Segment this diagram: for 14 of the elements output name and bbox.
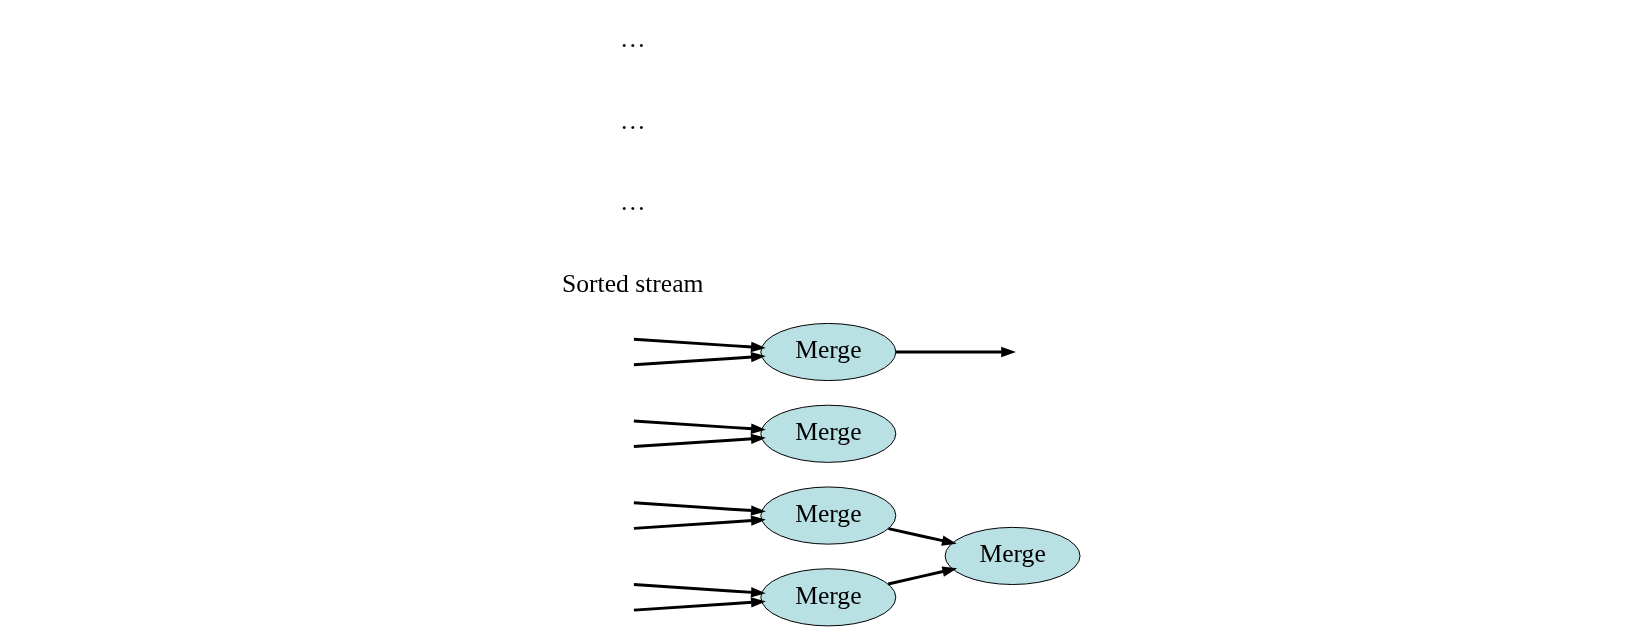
node-ellipse: Merge <box>944 526 1081 585</box>
label: … <box>619 105 646 135</box>
label: … <box>619 23 646 53</box>
label: Sorted stream <box>561 269 704 299</box>
node-ellipse: Merge <box>759 568 896 627</box>
node-ellipse: Merge <box>759 486 896 545</box>
node-ellipse: Merge <box>759 322 896 382</box>
arrow <box>633 419 766 444</box>
arrow <box>895 346 1016 358</box>
arrow <box>887 566 957 586</box>
node-ellipse: Merge <box>759 404 896 463</box>
arrow <box>633 423 766 449</box>
arrow <box>887 527 957 546</box>
label: … <box>619 187 646 217</box>
